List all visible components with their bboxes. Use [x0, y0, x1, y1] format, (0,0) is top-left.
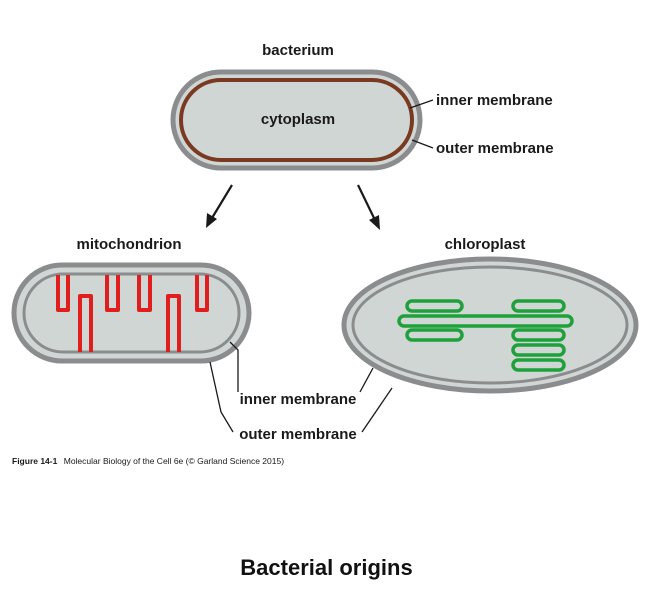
slide-title: Bacterial origins — [240, 555, 413, 580]
thylakoid-disc — [405, 328, 464, 342]
bacterium-inner-membrane-leader — [409, 99, 434, 109]
chloroplast-inner-membrane-leader — [359, 367, 374, 393]
thylakoid-lamella — [397, 314, 574, 328]
cytoplasm-label: cytoplasm — [261, 111, 335, 128]
chloroplast: chloroplast — [341, 236, 639, 433]
figure-caption: Figure 14-1 Molecular Biology of the Cel… — [12, 456, 284, 466]
figure-source: Molecular Biology of the Cell 6e (© Garl… — [64, 456, 284, 466]
thylakoid-disc — [511, 358, 566, 372]
bacterium-outer-membrane-leader — [411, 139, 434, 149]
thylakoid-disc — [405, 299, 464, 313]
thylakoid-disc — [511, 343, 566, 357]
mitochondrion: mitochondrion — [11, 236, 252, 433]
thylakoid-disc — [511, 328, 566, 342]
mitochondrion-outer-membrane-leader — [209, 361, 234, 433]
mitochondrion-title: mitochondrion — [77, 236, 182, 253]
mitochondrion-inner-membrane — [22, 272, 241, 354]
bacterium-inner-membrane-label: inner membrane — [436, 92, 553, 109]
thylakoid-stacks — [397, 299, 574, 372]
chloroplast-outer-membrane-leader — [361, 387, 393, 433]
mitochondrion-cristae — [56, 275, 209, 352]
thylakoid-disc — [511, 299, 566, 313]
bacterium: bacterium cytoplasm inner membrane outer… — [170, 42, 554, 171]
bacterium-title: bacterium — [262, 42, 334, 59]
bacterium-outer-membrane-label: outer membrane — [436, 140, 554, 157]
mitochondrion-inner-membrane-leader — [229, 341, 239, 392]
figure-number: Figure 14-1 — [12, 456, 58, 466]
outer-membrane-label: outer membrane — [239, 426, 357, 443]
chloroplast-title: chloroplast — [445, 236, 526, 253]
bacterium-inner-membrane — [179, 78, 414, 162]
inner-membrane-label: inner membrane — [240, 391, 357, 408]
left-arrow — [206, 184, 233, 228]
right-arrow — [357, 184, 380, 230]
